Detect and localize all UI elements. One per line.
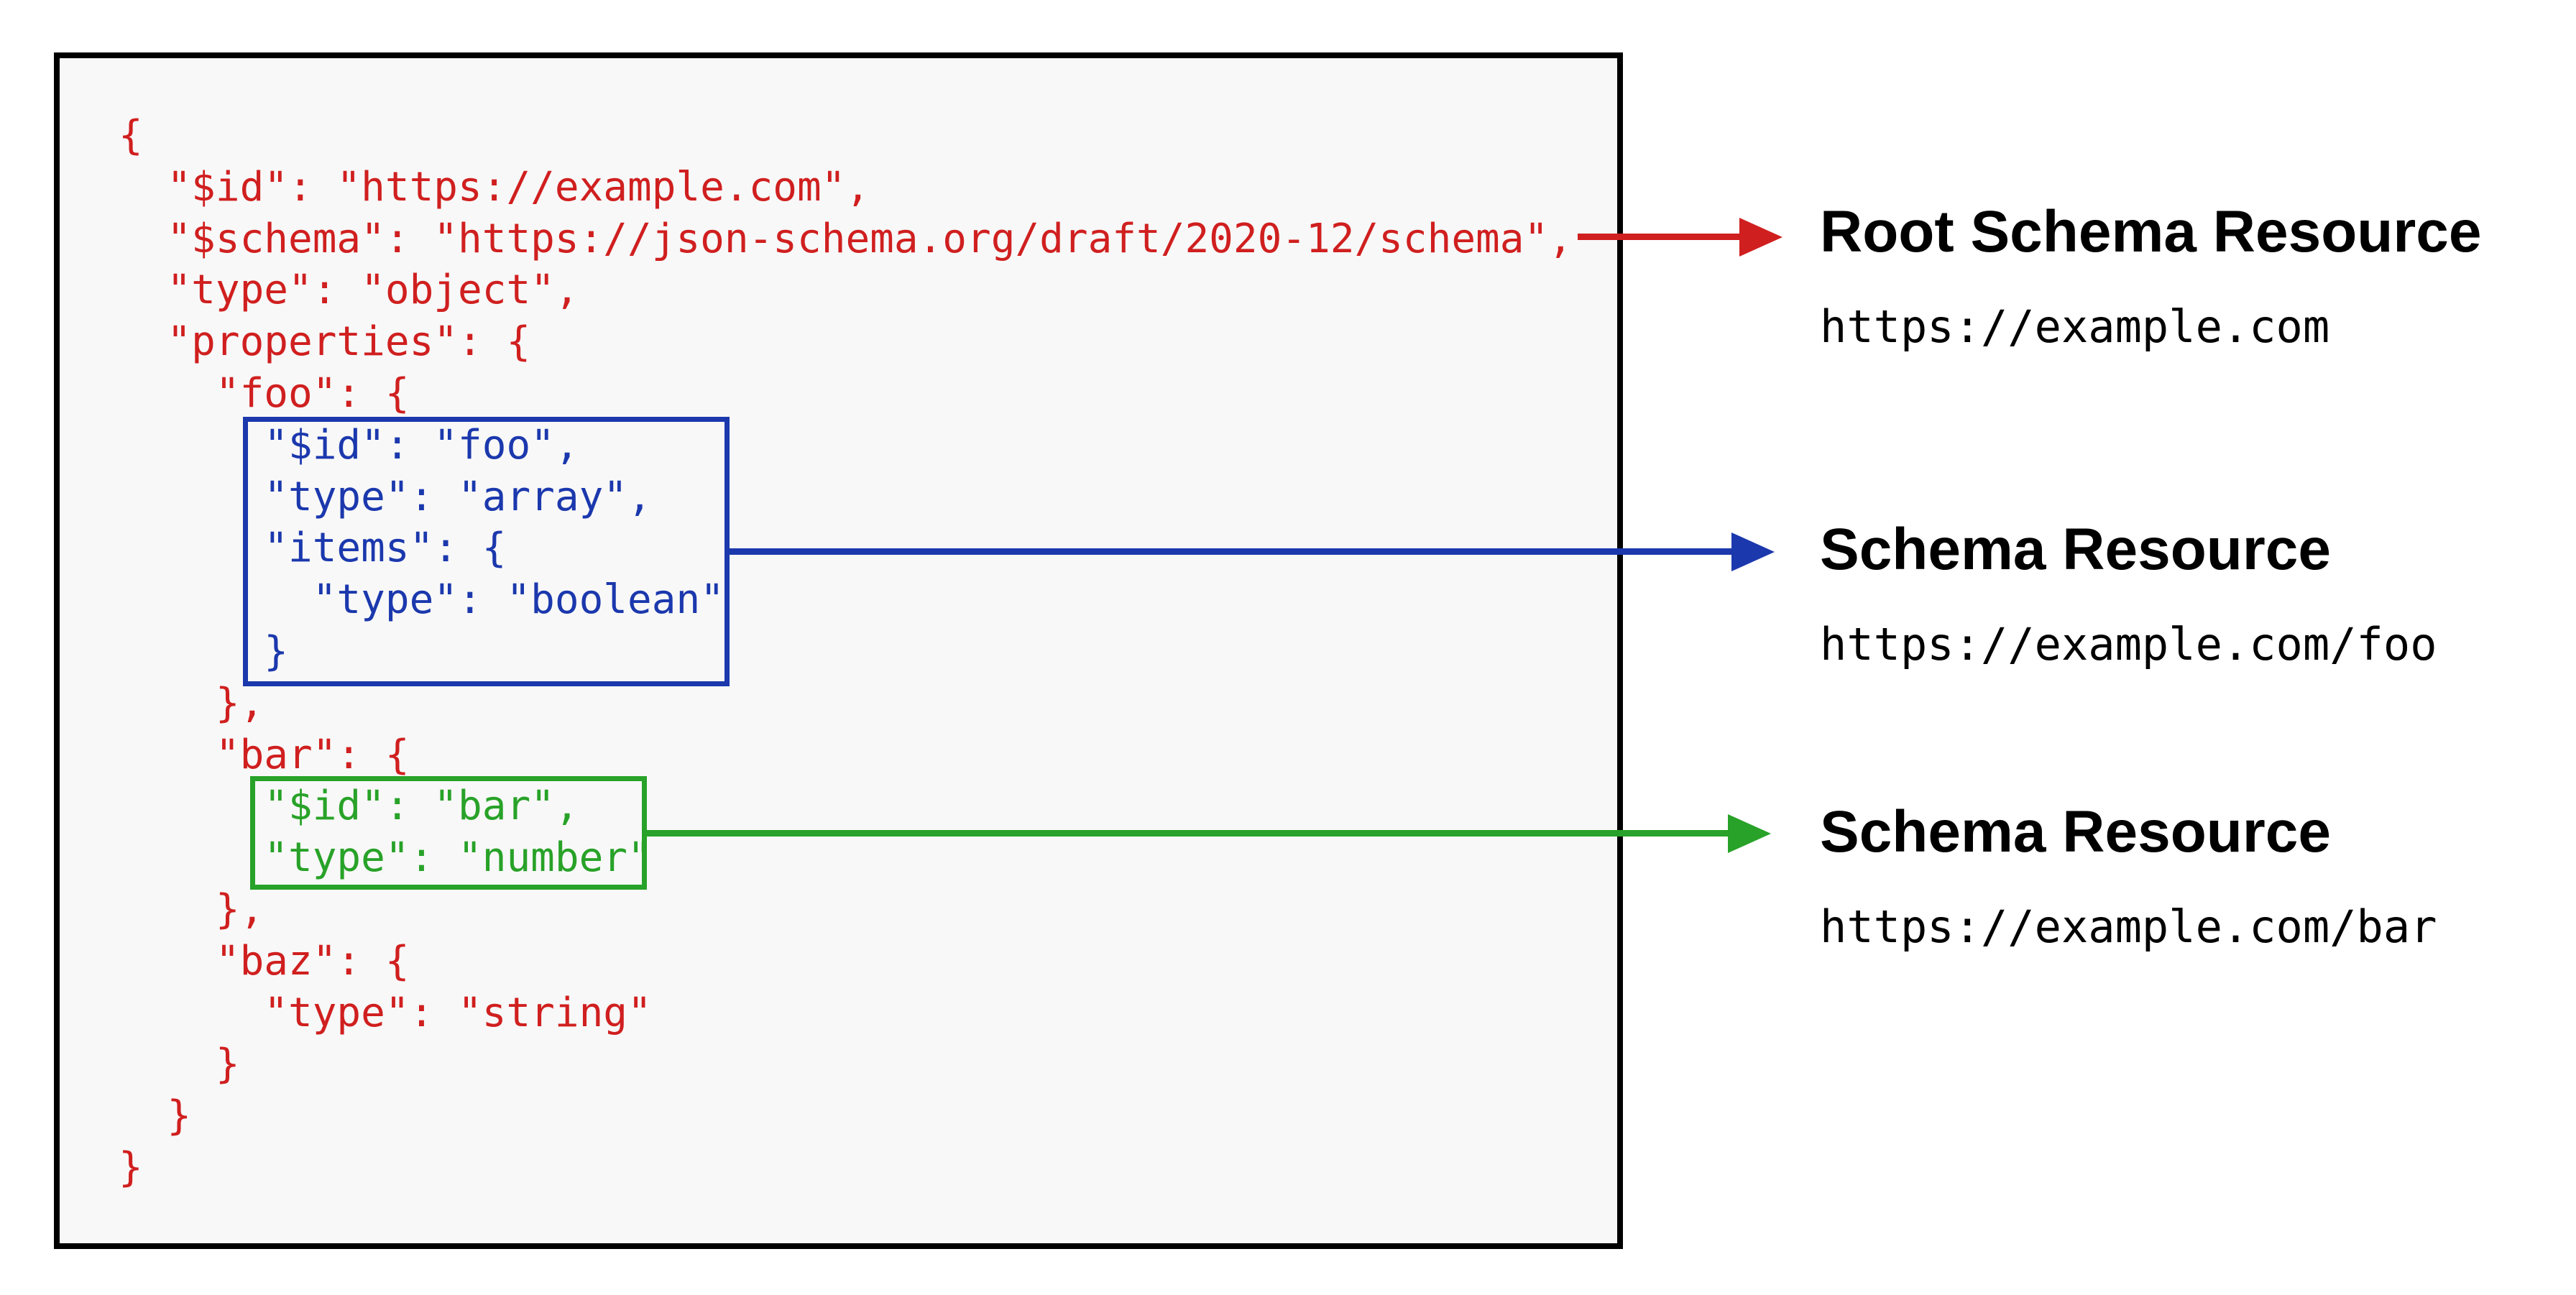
code-line: } [119,1092,192,1140]
annotation-foo-schema: Schema Resource https://example.com/foo [1820,516,2437,672]
code-line: "baz": { [119,937,410,985]
arrow-line [1578,234,1744,240]
code-line: "$id": "foo", [119,421,579,469]
code-line: "foo": { [119,369,410,417]
code-line: }, [119,885,264,933]
annotation-bar-schema: Schema Resource https://example.com/bar [1820,798,2437,954]
code-line: "properties": { [119,318,531,366]
schema-code-panel [54,52,1623,1249]
arrow-line [647,830,1732,837]
annotation-uri: https://example.com/bar [1820,900,2437,953]
annotation-title: Root Schema Resource [1820,199,2482,264]
annotation-root-schema: Root Schema Resource https://example.com [1820,198,2482,354]
annotation-title: Schema Resource [1820,517,2332,582]
arrow-line [730,548,1736,555]
code-block: { "$id": "https://example.com", "$schema… [119,110,1573,1194]
annotation-uri: https://example.com/foo [1820,618,2437,670]
code-line: "$schema": "https://json-schema.org/draf… [119,215,1573,262]
code-line: "type": "string" [119,989,652,1036]
code-line: "$id": "https://example.com", [119,163,870,211]
code-line: "bar": { [119,731,410,778]
code-line: "items": { [119,525,507,572]
code-line: "type": "array", [119,473,652,520]
annotation-uri: https://example.com [1820,300,2330,353]
code-line: "$id": "bar", [119,783,579,830]
code-line: "type": "object", [119,267,579,314]
code-line: } [119,1143,143,1191]
code-line: } [119,627,289,675]
arrowhead-icon [1731,533,1775,571]
annotation-title: Schema Resource [1820,799,2332,865]
arrowhead-icon [1728,814,1771,853]
code-line: "type": "boolean" [119,576,724,624]
code-line: { [119,112,143,159]
bar-schema-highlight-box [250,776,647,890]
code-line: } [119,1041,240,1088]
code-line: "type": "number" [119,834,652,882]
foo-schema-highlight-box [243,417,730,686]
arrowhead-icon [1739,218,1782,257]
code-line: }, [119,679,264,727]
